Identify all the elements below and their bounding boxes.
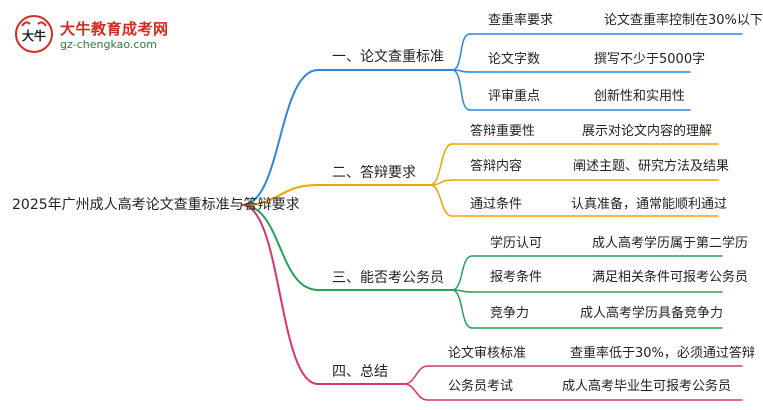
branch-4-item-1-key: 论文审核标准: [448, 346, 527, 361]
branch-3-item-3-key: 竞争力: [490, 306, 530, 321]
branch-2-connector: [241, 184, 319, 206]
branch-3-item-3-connector: [451, 289, 473, 329]
branch-2-item-2-key: 答辩内容: [470, 159, 523, 174]
branch-1-item-1-connector: [451, 33, 471, 71]
bull-logo-icon: 大牛: [15, 15, 53, 53]
branch-1-connector: [241, 69, 319, 206]
branch-4-label: 四、总结: [332, 364, 388, 380]
branch-3-item-1-value: 成人高考学历属于第二学历: [592, 236, 749, 251]
branch-3-item-1-connector: [451, 255, 473, 291]
branch-2-item-1-key: 答辩重要性: [470, 124, 536, 139]
logo-mark-text: 大牛: [22, 28, 46, 43]
branch-1-item-3-key: 评审重点: [488, 89, 541, 104]
branch-2-item-3-key: 通过条件: [470, 197, 523, 212]
branch-1-item-2-value: 撰写不少于5000字: [594, 52, 706, 67]
branch-1-item-1-key: 查重率要求: [488, 13, 554, 28]
root-topic: 2025年广州成人高考论文查重标准与答辩要求: [12, 197, 300, 213]
branch-2-item-3-value: 认真准备，通常能顺利通过: [571, 197, 728, 212]
branch-4-item-1-connector: [403, 365, 429, 385]
branch-2-item-2-value: 阐述主题、研究方法及结果: [573, 159, 730, 174]
branch-2-item-2-connector: [429, 179, 453, 186]
brand-logo: 大牛 大牛教育成考网 gz-chengkao.com: [14, 14, 174, 54]
branch-4-item-2-key: 公务员考试: [448, 379, 514, 394]
branch-4-connector: [241, 204, 319, 385]
branch-1-item-3-connector: [451, 69, 471, 111]
branch-2-item-1-value: 展示对论文内容的理解: [582, 124, 713, 139]
branch-3-item-2-value: 满足相关条件可报考公务员: [592, 270, 749, 285]
branch-1-item-1-value: 论文查重率控制在30%以下: [604, 13, 763, 28]
branch-4-item-1-value: 查重率低于30%，必须通过答辩: [570, 346, 755, 361]
branch-4-item-2-value: 成人高考毕业生可报考公务员: [562, 379, 732, 394]
brand-url: gz-chengkao.com: [60, 38, 157, 51]
brand-name: 大牛教育成考网: [60, 20, 169, 38]
branch-1-item-2-key: 论文字数: [488, 52, 541, 67]
branch-3-item-1-key: 学历认可: [490, 236, 543, 251]
branch-3-item-3-value: 成人高考学历具备竞争力: [580, 306, 724, 321]
branch-1-label: 一、论文查重标准: [332, 49, 444, 65]
branch-3-item-2-key: 报考条件: [490, 270, 543, 285]
branch-3-connector: [241, 204, 319, 291]
branch-2-item-3-connector: [429, 184, 453, 217]
branch-4-item-2-connector: [403, 383, 429, 401]
branch-2-label: 二、答辩要求: [332, 165, 416, 181]
branch-3-label: 三、能否考公务员: [332, 270, 444, 286]
branch-1-item-3-value: 创新性和实用性: [594, 89, 686, 104]
branch-2-item-1-connector: [429, 143, 453, 186]
